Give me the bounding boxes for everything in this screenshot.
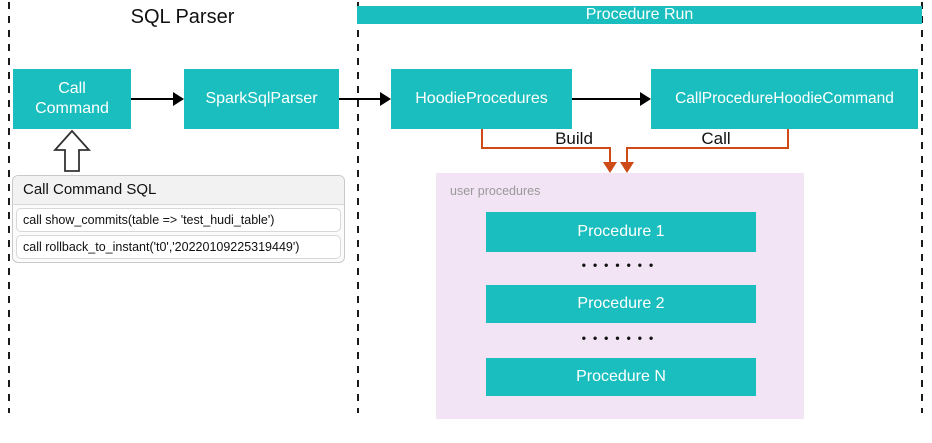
call-connector-segment (627, 147, 789, 149)
build-connector-segment (481, 147, 611, 149)
arrow-call-to-parser (131, 98, 174, 100)
node-call-command: Call Command (13, 69, 131, 129)
call-connector-segment (787, 129, 789, 149)
arrowhead-right-icon (380, 92, 391, 106)
edge-label-build: Build (555, 129, 593, 148)
section-title-sql-parser: SQL Parser (130, 6, 235, 28)
section-divider-dashed-line (357, 2, 359, 413)
arrow-parser-to-hoodie (339, 98, 381, 100)
call-connector-segment (626, 147, 628, 163)
build-connector-segment (481, 129, 483, 149)
call-command-sql-panel: Call Command SQL call show_commits(table… (12, 175, 345, 263)
left-dashed-border (8, 2, 10, 413)
user-procedures-container: user procedures Procedure 1 ••••••• Proc… (436, 173, 804, 419)
ellipsis-dots: ••••••• (581, 258, 661, 272)
right-dashed-border (921, 2, 923, 413)
user-procedures-label: user procedures (450, 184, 541, 198)
node-spark-sql-parser: SparkSqlParser (184, 69, 339, 129)
node-call-procedure-hoodie-command: CallProcedureHoodieCommand (651, 69, 918, 129)
arrowhead-right-icon (173, 92, 184, 106)
hollow-up-arrow-icon (52, 129, 92, 178)
arrowhead-down-icon (603, 162, 617, 173)
ellipsis-dots: ••••••• (581, 331, 661, 345)
arrowhead-right-icon (640, 92, 651, 106)
arrow-hoodie-to-command (572, 98, 641, 100)
node-procedure-1: Procedure 1 (486, 212, 756, 252)
edge-label-call: Call (701, 129, 731, 148)
sql-panel-title: Call Command SQL (13, 176, 344, 205)
node-hoodie-procedures: HoodieProcedures (391, 69, 572, 129)
sql-example-row: call rollback_to_instant('t0','202201092… (16, 235, 341, 259)
arrowhead-down-icon (620, 162, 634, 173)
sql-example-row: call show_commits(table => 'test_hudi_ta… (16, 208, 341, 232)
node-procedure-n: Procedure N (486, 358, 756, 396)
node-procedure-2: Procedure 2 (486, 285, 756, 323)
section-title-procedure-run: Procedure Run (357, 6, 922, 24)
build-connector-segment (609, 147, 611, 163)
